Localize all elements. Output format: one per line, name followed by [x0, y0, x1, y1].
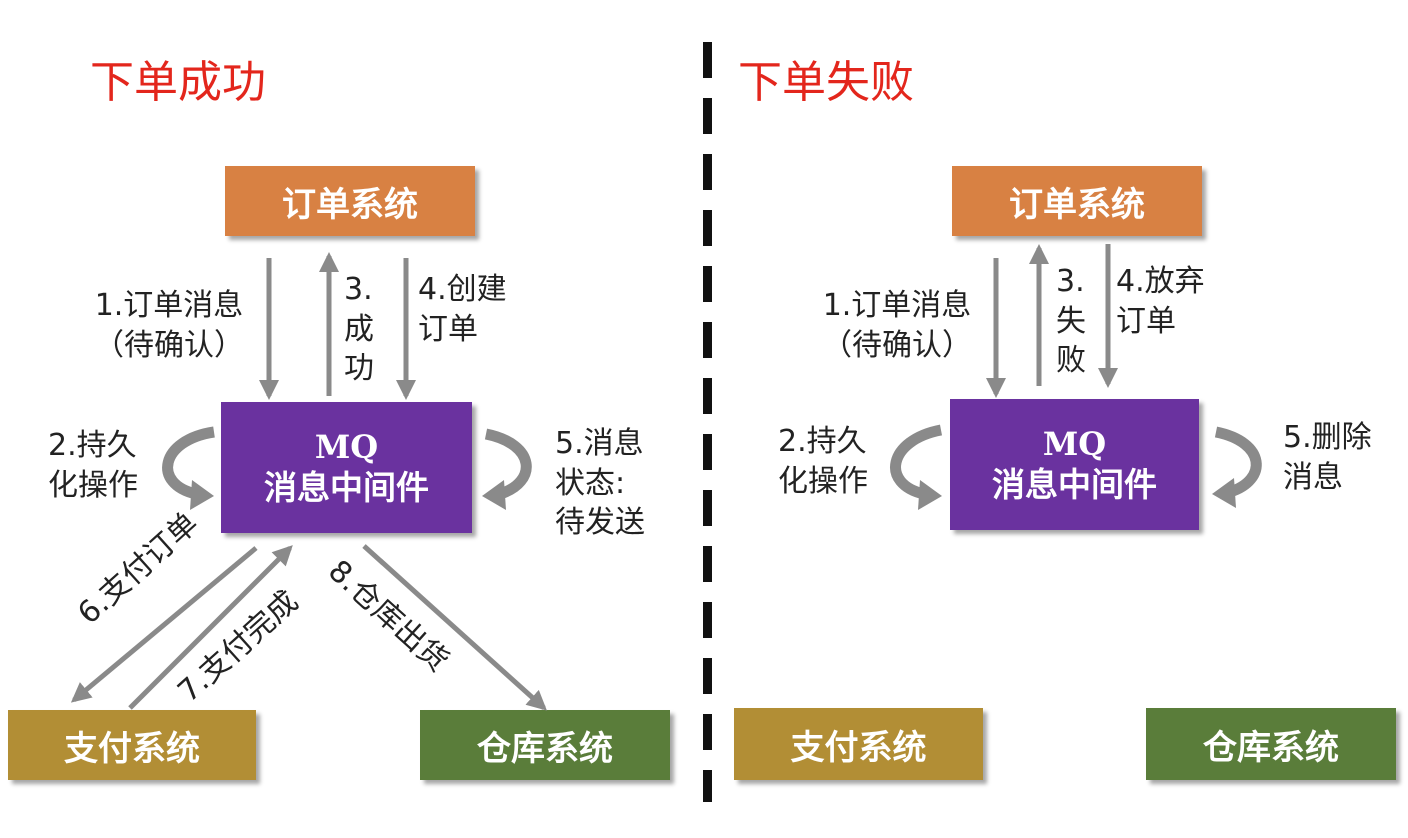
- success-pay-system-box: 支付系统: [8, 710, 256, 780]
- failure-step3-label: 3. 失 败: [1056, 264, 1086, 379]
- success-arrowhead-step5: [482, 480, 506, 510]
- success-mq-box: MQ 消息中间件: [221, 402, 472, 533]
- failure-arrow-step5: [1214, 426, 1262, 498]
- success-step4-label: 4.创建 订单: [418, 272, 507, 347]
- failure-order-system-box: 订单系统: [952, 166, 1202, 236]
- success-arrow-step6: [70, 546, 258, 703]
- failure-step5-label: 5.删除 消息: [1283, 420, 1372, 495]
- success-mq-sublabel: 消息中间件: [264, 467, 429, 507]
- divider-dashed-line: [703, 42, 712, 802]
- failure-title: 下单失败: [738, 57, 914, 108]
- success-arrow-step8: [362, 544, 547, 711]
- failure-warehouse-system-box: 仓库系统: [1146, 708, 1396, 780]
- failure-mq-label: MQ: [1042, 424, 1107, 463]
- success-step1-label: 1.订单消息 （待确认）: [94, 288, 244, 363]
- failure-arrow-step2: [890, 424, 943, 500]
- failure-step1-label: 1.订单消息 （待确认）: [822, 288, 972, 363]
- success-arrow-step2: [162, 426, 215, 500]
- success-arrow-step7: [128, 545, 293, 710]
- success-arrowhead-step2: [190, 480, 214, 510]
- failure-mq-sublabel: 消息中间件: [992, 464, 1157, 504]
- success-step5-label: 5.消息 状态: 待发送: [555, 426, 645, 541]
- failure-step2-label: 2.持久 化操作: [778, 424, 868, 499]
- success-mq-label: MQ: [314, 427, 379, 466]
- failure-arrowhead-step5: [1212, 478, 1236, 508]
- failure-pay-system-box: 支付系统: [734, 708, 983, 780]
- failure-step4-label: 4.放弃 订单: [1116, 264, 1205, 339]
- success-step2-label: 2.持久 化操作: [48, 428, 138, 503]
- success-step3-label: 3. 成 功: [344, 272, 374, 387]
- success-order-system-box: 订单系统: [225, 166, 475, 236]
- success-warehouse-system-box: 仓库系统: [420, 710, 670, 780]
- failure-mq-box: MQ 消息中间件: [950, 399, 1199, 530]
- success-title: 下单成功: [90, 57, 266, 108]
- failure-arrowhead-step2: [918, 480, 942, 510]
- success-arrow-step5: [484, 428, 532, 500]
